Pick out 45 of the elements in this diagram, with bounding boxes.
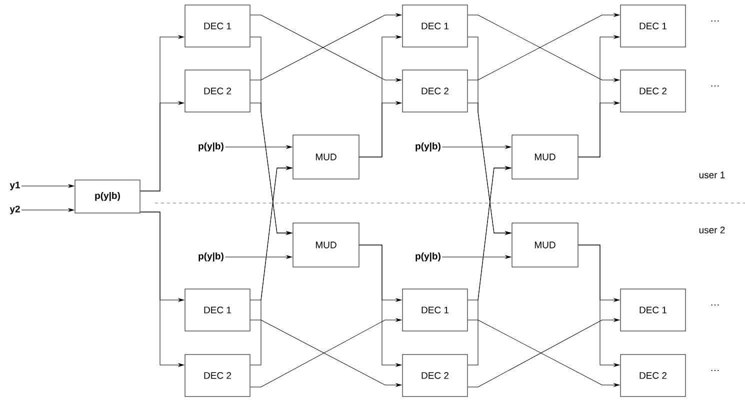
arrow [359,101,402,158]
arrow [578,101,620,158]
arrow [140,101,184,192]
user-label: user 2 [699,226,725,234]
input-label: y2 [10,206,20,214]
decoder-box: DEC 1 [402,288,468,332]
input-label: y1 [10,182,20,190]
decoder-box: DEC 2 [402,70,468,112]
decoder-box: DEC 2 [184,70,250,112]
detector-box: MUD [512,134,578,180]
arrow [21,184,74,188]
arrow [578,244,620,367]
arrow [442,255,512,259]
decoder-box: DEC 1 [402,4,468,48]
decoder-box: DEC 2 [620,354,686,397]
ellipsis: ··· [711,20,719,22]
detector-box: MUD [292,222,360,268]
input-label: p(y|b) [416,142,440,152]
arrow [468,102,512,235]
decoder-box: DEC 2 [620,70,686,112]
arrow [250,166,292,366]
ellipsis: ··· [711,304,719,306]
arrow [21,208,74,212]
arrow [140,212,184,367]
input-label: p(y|b) [416,252,440,262]
detector-box: MUD [292,134,360,180]
input-label: p(y|b) [198,252,224,262]
decoder-box: DEC 1 [620,288,686,332]
arrow [359,244,402,367]
arrow [442,145,512,149]
decoder-box: DEC 1 [620,4,686,48]
decoder-box: DEC 1 [184,4,250,48]
input-label: p(y|b) [198,142,224,152]
arrow [468,166,512,366]
arrow [250,102,292,235]
decoder-box: DEC 2 [402,354,468,397]
process-box: p(y|b) [74,180,140,214]
ellipsis: ··· [711,370,719,371]
detector-box: MUD [512,222,578,268]
decoder-box: DEC 2 [184,354,250,397]
user-label: user 1 [699,172,725,178]
arrow [224,145,292,149]
decoder-box: DEC 1 [184,288,250,332]
ellipsis: ··· [711,85,719,86]
arrow [224,255,292,259]
